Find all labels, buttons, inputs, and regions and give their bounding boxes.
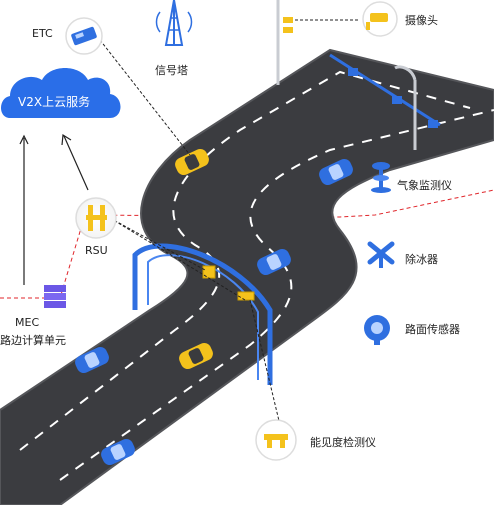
car-blue-bottom xyxy=(101,438,135,466)
camera-label: 摄像头 xyxy=(405,14,438,27)
gantry-device-3 xyxy=(428,120,438,128)
mec-label: MEC xyxy=(15,316,40,329)
car-blue-right xyxy=(319,158,353,186)
mec-server-icon xyxy=(44,285,66,308)
visibility-connector xyxy=(249,299,281,426)
camera-small-1 xyxy=(283,17,293,23)
car-yellow-bottom xyxy=(179,342,213,370)
gantry-device-1 xyxy=(348,68,358,76)
visibility-label: 能见度检测仪 xyxy=(310,436,376,449)
road-sensor-label: 路面传感器 xyxy=(405,323,460,336)
weather-monitor-icon xyxy=(371,162,391,193)
rsu-connector-2 xyxy=(109,217,246,301)
deicer-icon xyxy=(367,241,395,268)
car-yellow-top xyxy=(175,148,209,176)
rsu-label: RSU xyxy=(85,244,108,257)
arrow-rsu-cloud xyxy=(63,135,89,191)
weather-monitor-label: 气象监测仪 xyxy=(397,179,452,192)
car-blue-left xyxy=(75,346,109,374)
etc-label: ETC xyxy=(32,27,53,40)
road-surface xyxy=(0,48,494,505)
rsu-icon xyxy=(86,205,107,231)
curve-gantry-inner xyxy=(147,254,259,380)
visibility-detector-icon xyxy=(264,434,288,448)
gantry-device-2 xyxy=(392,96,402,104)
etc-icon xyxy=(71,26,97,46)
arrow-head-rsu xyxy=(61,133,72,146)
signal-tower-label: 信号塔 xyxy=(155,64,188,77)
camera-small-2 xyxy=(283,27,293,33)
deicer-label: 除冰器 xyxy=(405,253,438,266)
camera-icon xyxy=(366,13,388,30)
rsu-connector-1 xyxy=(109,217,206,271)
gantry-beam xyxy=(329,53,441,127)
car-blue-mid xyxy=(257,248,291,276)
cloud-shape xyxy=(1,68,121,118)
etc-connector xyxy=(99,39,191,156)
lane-line-1 xyxy=(19,70,471,451)
signal-tower-icon xyxy=(155,0,193,46)
mec-sublabel: 路边计算单元 xyxy=(0,334,66,347)
gantry-rsu-device xyxy=(202,265,216,279)
curve-gantry xyxy=(132,243,273,385)
road-sensor-icon xyxy=(364,315,390,345)
cloud-label: V2X上云服务 xyxy=(18,95,91,109)
lamp-arm xyxy=(394,65,417,81)
arrow-head-mec xyxy=(19,134,29,145)
gantry-visibility-device xyxy=(237,291,255,301)
